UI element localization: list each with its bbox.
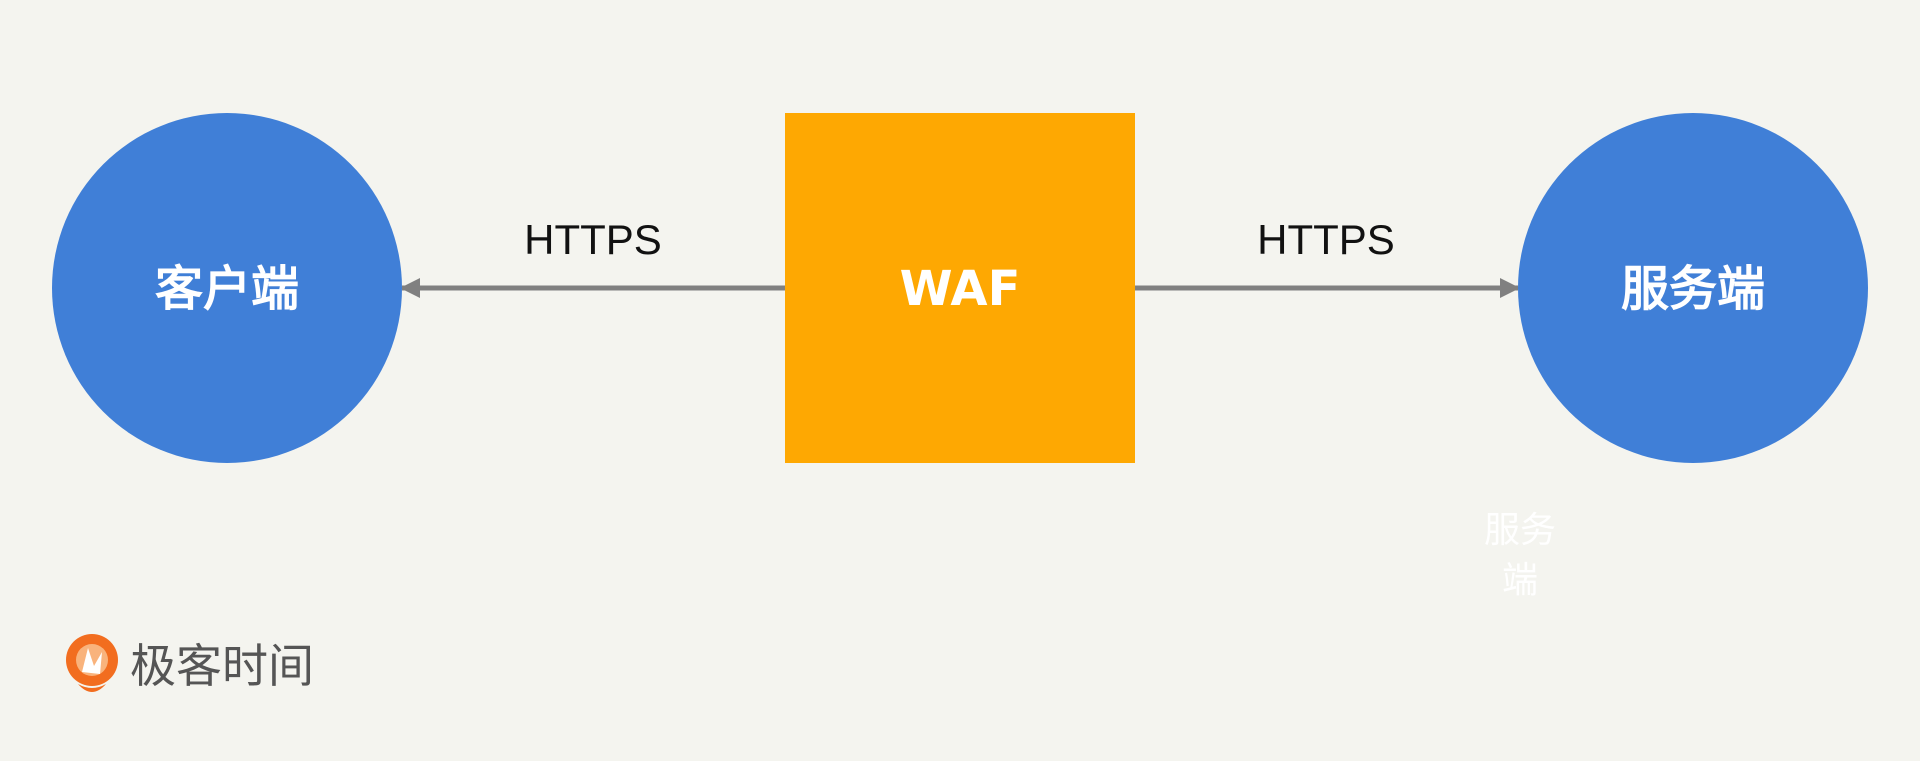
client-node <box>52 113 402 463</box>
ghost-server-label-line2: 端 <box>1502 560 1538 601</box>
waf-node-label: WAF <box>900 261 1021 317</box>
edge-left-label: HTTPS <box>524 216 662 263</box>
ghost-server-label-line1: 服务 <box>1484 510 1556 551</box>
geektime-logo-icon <box>66 634 118 692</box>
waf-node <box>785 113 1135 463</box>
brand-name: 极客时间 <box>130 639 314 693</box>
server-node-label: 服务端 <box>1621 261 1765 317</box>
edge-right-label: HTTPS <box>1257 216 1395 263</box>
server-node <box>1518 113 1868 463</box>
client-node-label: 客户端 <box>155 261 299 317</box>
